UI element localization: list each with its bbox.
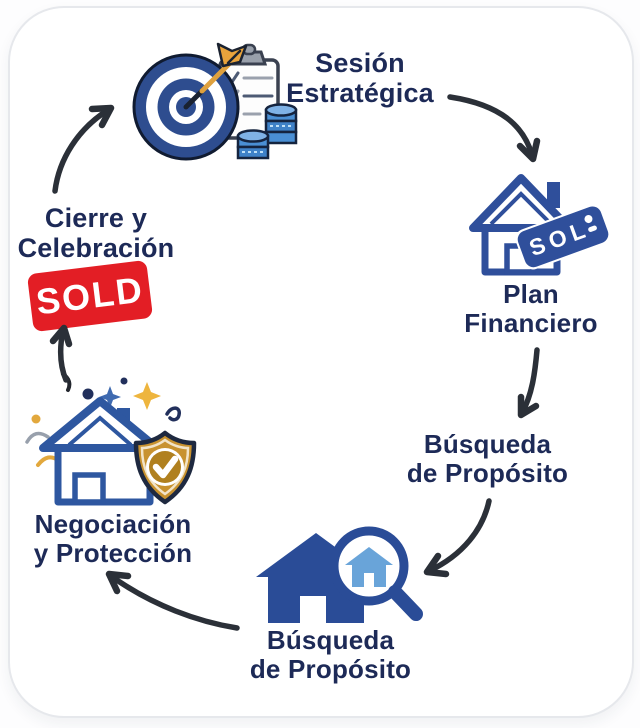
- house-with-shield-confetti-icon: [25, 372, 197, 506]
- arrow-busqueda-to-house-search: [423, 498, 492, 578]
- coins-icon: [236, 103, 298, 160]
- step-label-busqueda-proposito-bottom: Búsqueda de Propósito: [249, 625, 412, 684]
- step-label-negociacion-proteccion: Negociación y Protección: [33, 509, 193, 568]
- sold-stamp-label: SOLD: [33, 268, 147, 323]
- arrow-sesion-to-plan: [447, 94, 541, 163]
- step-label-busqueda-proposito-right: Búsqueda de Propósito: [406, 429, 569, 488]
- magnifier-icon: [329, 526, 423, 621]
- house-with-sol-tag-icon: SOL: [469, 174, 611, 276]
- shield-check-icon: [133, 430, 197, 505]
- house-with-magnifier-icon: [256, 526, 423, 623]
- arrow-cierre-to-sesion: [52, 104, 115, 194]
- arrow-plan-to-busqueda: [517, 347, 540, 419]
- step-label-sesion-estrategica: Sesión Estratégica: [286, 48, 434, 108]
- arrow-house-search-to-negociacion: [105, 570, 240, 631]
- target-dart-clipboard-coins-icon: [132, 42, 298, 161]
- arrow-negociacion-to-cierre: [49, 324, 73, 383]
- dart-icon: [183, 42, 248, 110]
- step-label-plan-financiero: Plan Financiero: [464, 279, 598, 338]
- sol-tag: SOL: [515, 204, 611, 270]
- house-icon: [39, 397, 161, 506]
- step-label-cierre-celebracion: Cierre y Celebración: [17, 203, 175, 263]
